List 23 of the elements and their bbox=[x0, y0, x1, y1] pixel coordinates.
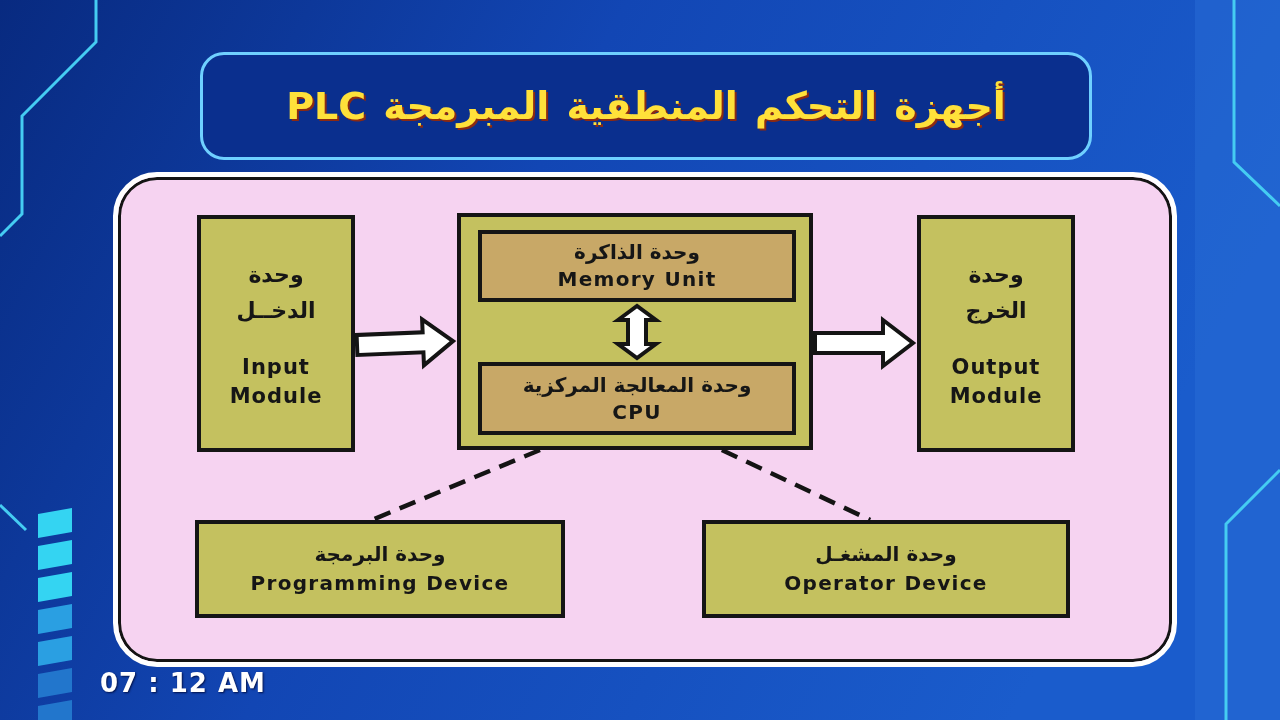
operator-device-box bbox=[702, 520, 1070, 618]
clock-time: 07 : 12 AM bbox=[100, 668, 266, 698]
english-label: Operator Device bbox=[784, 570, 988, 597]
english-label: Memory Unit bbox=[557, 266, 717, 293]
output-module-box bbox=[917, 215, 1075, 452]
controller-box bbox=[457, 213, 813, 450]
diagram-panel bbox=[113, 172, 1177, 667]
arabic-label: وحدة الذاكرة bbox=[574, 239, 700, 266]
programming-device-box bbox=[195, 520, 565, 618]
arabic-label: وحدة الخرج bbox=[965, 260, 1027, 326]
english-label: Input Module bbox=[229, 354, 323, 410]
dashed-connector bbox=[720, 447, 872, 523]
english-label: Programming Device bbox=[250, 570, 510, 597]
arabic-label: وحدة المشغـل bbox=[815, 541, 957, 568]
arabic-label: وحدة المعالجة المركزية bbox=[522, 371, 752, 399]
cpu-box bbox=[478, 362, 796, 435]
arabic-label: وحدة البرمجة bbox=[314, 541, 446, 568]
dashed-connector bbox=[371, 447, 541, 523]
english-label: Output Module bbox=[949, 354, 1043, 410]
arabic-label: وحدة الدخــل bbox=[236, 260, 316, 326]
english-label: CPU bbox=[612, 398, 662, 426]
memory-unit-box bbox=[478, 230, 796, 302]
input-module-box bbox=[197, 215, 355, 452]
